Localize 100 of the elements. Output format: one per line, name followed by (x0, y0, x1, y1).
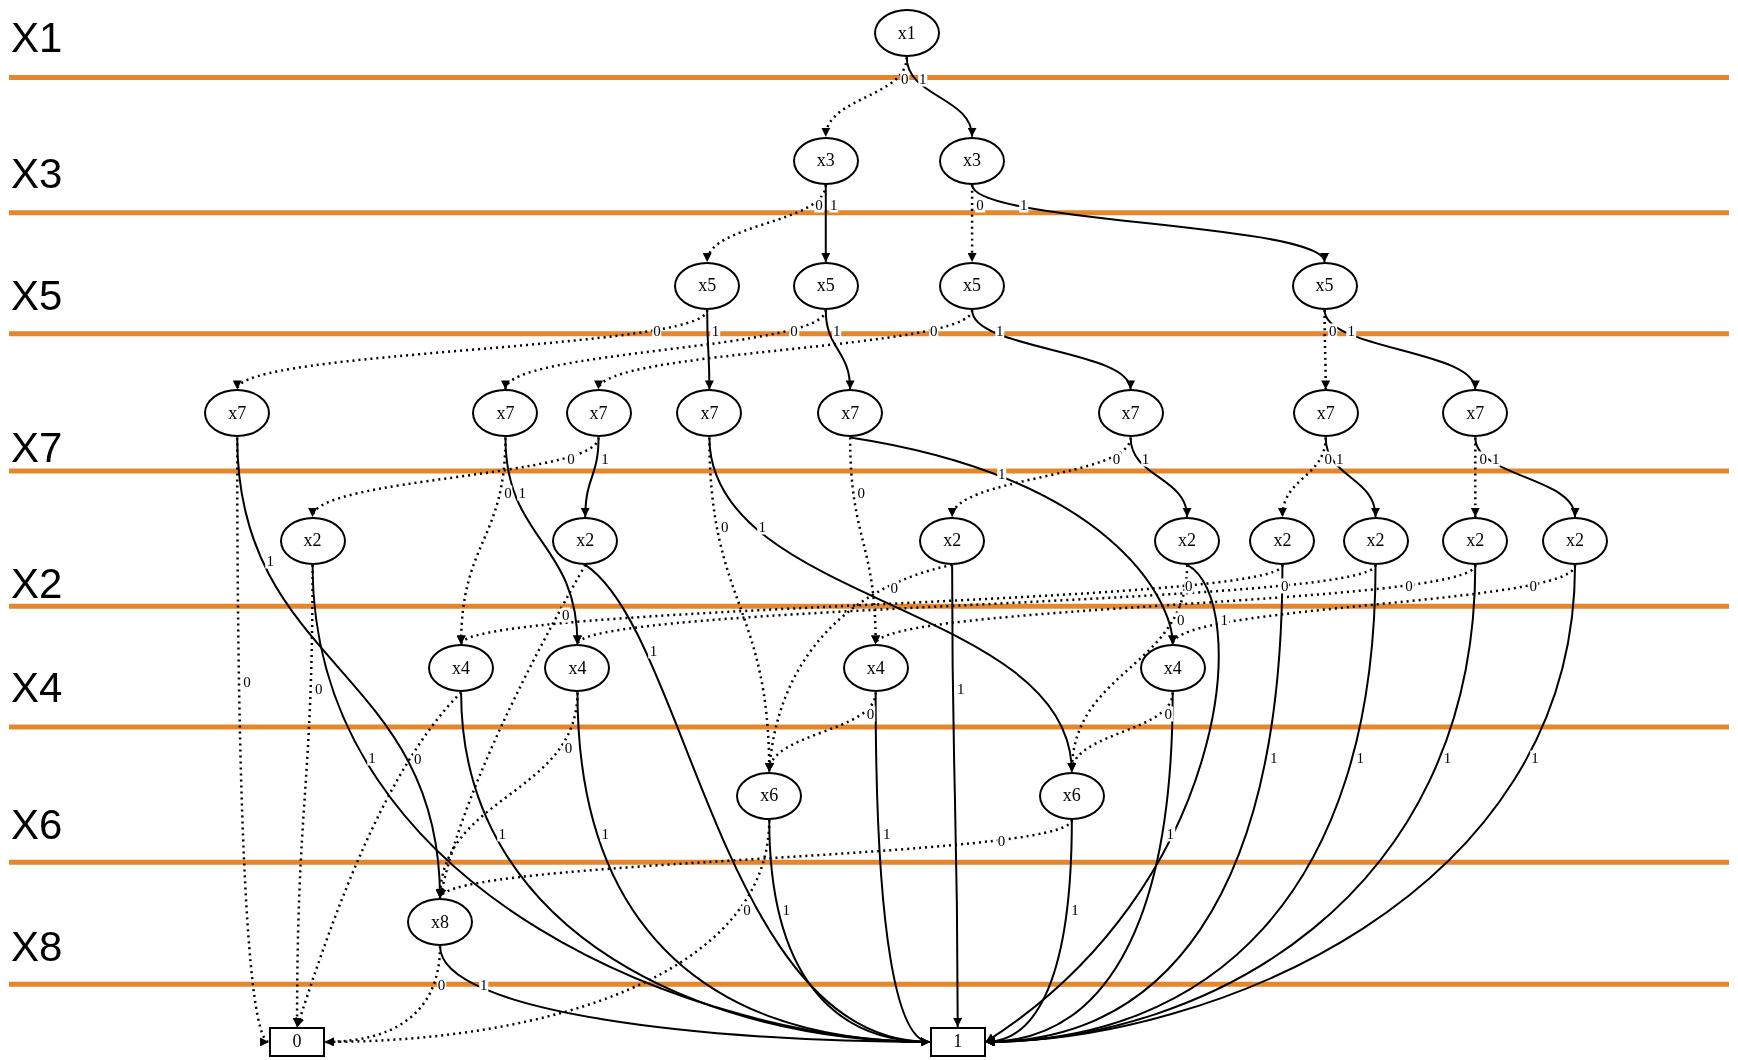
edge-label: 1 (956, 681, 966, 697)
edge-label: 0 (1111, 451, 1122, 467)
arrow (708, 436, 1075, 773)
decision-node: x5 (792, 261, 859, 310)
edge-label: 0 (720, 519, 730, 535)
level-label: X8 (11, 925, 63, 968)
decision-node: x2 (1154, 516, 1221, 565)
arrow (971, 183, 1326, 263)
edge-label: 0 (503, 485, 513, 501)
level-label: X6 (11, 803, 63, 846)
edge-label: 1 (648, 643, 659, 659)
edge-label: 1 (1019, 197, 1029, 213)
edge-label: 0 (313, 681, 324, 697)
level-label: X4 (11, 667, 63, 710)
arrow (292, 564, 314, 1027)
decision-node: x2 (552, 516, 619, 565)
edge-label: 1 (1346, 323, 1356, 339)
edge-label: 1 (497, 826, 507, 842)
arrow (439, 818, 1073, 900)
arrow (1278, 437, 1327, 518)
edge-label: 1 (781, 902, 791, 918)
decision-node: x2 (1442, 516, 1509, 565)
decision-node: x8 (407, 898, 474, 947)
edge-label: 0 (242, 674, 252, 690)
level-label: X1 (11, 16, 63, 59)
edge-label: 0 (899, 71, 910, 87)
decision-node: x1 (873, 9, 940, 58)
edge-label: 0 (652, 323, 662, 339)
decision-node: x2 (1342, 516, 1409, 565)
edge-label: 1 (517, 485, 528, 501)
arrow (971, 308, 1132, 391)
decision-node: x7 (676, 389, 743, 438)
decision-node: x2 (919, 516, 986, 565)
edge-label: 0 (929, 323, 939, 339)
edge-label: 0 (856, 485, 867, 501)
edge-label: 0 (865, 706, 876, 722)
decision-node: x7 (1442, 389, 1509, 438)
decision-node: x2 (279, 516, 346, 565)
edge-label: 1 (600, 451, 610, 467)
edge-label: 1 (1335, 451, 1345, 467)
edge-label: 0 (412, 751, 423, 767)
edge-label: 0 (566, 451, 576, 467)
edge-label: 1 (994, 323, 1005, 339)
arrow (1321, 309, 1331, 390)
decision-node: x3 (792, 136, 859, 185)
arrow (1474, 436, 1578, 518)
decision-node: x7 (1292, 389, 1359, 438)
edge-label: 0 (975, 197, 985, 213)
edge-label: 1 (710, 323, 721, 339)
edge-label: 1 (1442, 750, 1453, 766)
edge-label: 1 (1140, 451, 1151, 467)
edge-label: 0 (814, 197, 824, 213)
arrow (951, 563, 963, 1028)
edge-label: 0 (1163, 706, 1173, 722)
arrow (504, 309, 827, 391)
decision-node: x4 (544, 644, 611, 693)
decision-node: x5 (939, 261, 1006, 310)
arrow (766, 692, 877, 773)
edge-label: 1 (479, 977, 489, 993)
level-label: X7 (11, 426, 63, 469)
decision-node: x5 (1291, 261, 1358, 310)
arrow (704, 308, 714, 391)
arrow (1129, 436, 1191, 518)
decision-node: x4 (842, 644, 909, 693)
edge-label: 0 (742, 902, 752, 918)
edge-label: 1 (265, 553, 276, 569)
arrow (581, 436, 600, 518)
terminal-box: 0 (269, 1026, 326, 1057)
edge-label: 0 (1528, 578, 1538, 594)
edge-label: 1 (1165, 826, 1175, 842)
arrow (824, 308, 855, 391)
decision-node: x7 (817, 389, 884, 438)
edge-label: 0 (1478, 451, 1489, 467)
edge-label: 1 (881, 826, 892, 842)
edge-label: 1 (1269, 750, 1279, 766)
terminal-box: 1 (929, 1026, 986, 1057)
edge-label: 1 (1070, 902, 1080, 918)
decision-node: x6 (736, 771, 803, 820)
arrow (437, 564, 587, 899)
arrow (1470, 437, 1480, 517)
edge-label: 1 (832, 323, 842, 339)
decision-node: x7 (565, 389, 632, 438)
edge-label: 1 (1490, 451, 1501, 467)
arrow (984, 563, 1220, 1043)
edge-label: 1 (600, 826, 610, 842)
edge-label: 0 (996, 833, 1007, 849)
edge-label: 0 (1327, 323, 1338, 339)
edge-label: 1 (829, 197, 839, 213)
edge-label: 1 (1355, 750, 1365, 766)
arrow (822, 57, 908, 137)
arrow (295, 691, 463, 1028)
decision-node: x7 (1097, 389, 1164, 438)
arrow (439, 945, 931, 1047)
decision-node: x7 (472, 389, 539, 438)
edge-label: 1 (367, 750, 377, 766)
decision-node: x6 (1038, 771, 1105, 820)
level-label: X3 (11, 153, 63, 196)
arrow (1069, 692, 1174, 773)
arrow (311, 436, 600, 518)
arrow (705, 184, 827, 263)
